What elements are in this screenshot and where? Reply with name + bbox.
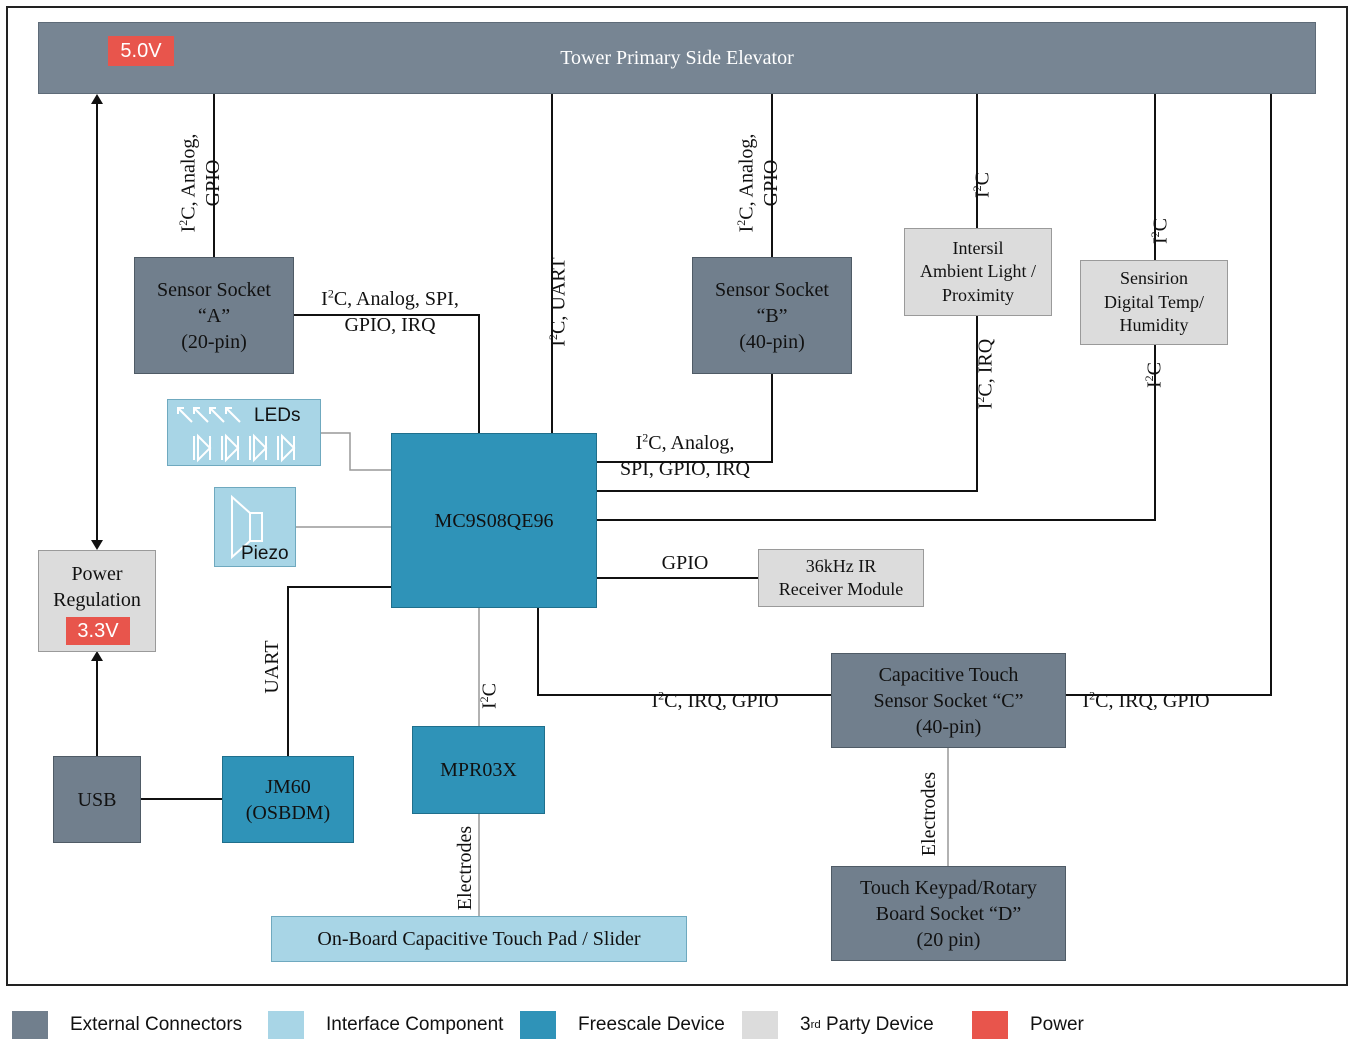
label-intersil-tower: I2C xyxy=(970,172,994,199)
intersil-sensor: Intersil Ambient Light / Proximity xyxy=(904,228,1052,316)
label-sensirion-mcu: I2C xyxy=(1142,362,1166,389)
legend-swatch xyxy=(12,1011,48,1039)
usb-block: USB xyxy=(53,756,141,843)
mcu-block: MC9S08QE96 xyxy=(391,433,597,608)
label-a-to-tower: I2C, Analog,GPIO xyxy=(176,133,224,233)
legend-swatch xyxy=(268,1011,304,1039)
sensor-socket-a: Sensor Socket “A” (20-pin) xyxy=(134,257,294,374)
tower-elevator: Tower Primary Side Elevator xyxy=(38,22,1316,94)
label-mcu-to-tower: I2C, UART xyxy=(546,257,570,347)
label-mpr-electrodes: Electrodes xyxy=(454,825,476,911)
sensirion-sensor: Sensirion Digital Temp/ Humidity xyxy=(1080,260,1228,345)
speaker-icon xyxy=(231,494,263,560)
piezo-block: Piezo xyxy=(214,487,296,567)
label-a-to-mcu: I2C, Analog, SPI,GPIO, IRQ xyxy=(321,286,459,336)
label-b-to-mcu: I2C, Analog,SPI, GPIO, IRQ xyxy=(619,430,751,480)
legend-external: External Connectors xyxy=(12,1010,242,1040)
legend-interface: Interface Component xyxy=(268,1010,503,1040)
label-mpr-i2c: I2C xyxy=(477,683,501,710)
label-sensirion-tower: I2C xyxy=(1148,218,1172,245)
label-c-to-tower: I2C, IRQ, GPIO xyxy=(1082,688,1210,712)
jm60-block: JM60 (OSBDM) xyxy=(222,756,354,843)
label-b-to-tower: I2C, Analog,GPIO xyxy=(734,133,782,233)
leds-label: LEDs xyxy=(254,405,301,426)
tower-label: Tower Primary Side Elevator xyxy=(560,46,794,69)
label-intersil-mcu: I2C, IRQ xyxy=(973,338,997,410)
legend-freescale: Freescale Device xyxy=(520,1010,725,1040)
power-regulation-label: Power Regulation xyxy=(53,563,141,611)
legend-power: Power xyxy=(972,1010,1084,1040)
cap-touch-socket-c: Capacitive Touch Sensor Socket “C” (40-p… xyxy=(831,653,1066,748)
touch-pad-slider: On-Board Capacitive Touch Pad / Slider xyxy=(271,916,687,962)
legend-swatch xyxy=(742,1011,778,1039)
piezo-label: Piezo xyxy=(241,543,289,564)
label-mcu-to-c: I2C, IRQ, GPIO xyxy=(651,688,779,712)
led-symbols-icon xyxy=(177,407,296,463)
leds-block: LEDs xyxy=(167,399,321,466)
sensor-socket-b: Sensor Socket “B” (40-pin) xyxy=(692,257,852,374)
keypad-socket-d: Touch Keypad/Rotary Board Socket “D” (20… xyxy=(831,866,1066,961)
label-cd-electrodes: Electrodes xyxy=(918,771,940,857)
legend-swatch xyxy=(972,1011,1008,1039)
ir-receiver: 36kHz IR Receiver Module xyxy=(758,549,924,607)
power-badge-5v: 5.0V xyxy=(108,36,174,66)
diagram-frame xyxy=(6,6,1348,986)
power-badge-3v3: 3.3V xyxy=(66,617,130,645)
mpr03x-block: MPR03X xyxy=(412,726,545,814)
label-ir-gpio: GPIO xyxy=(661,552,709,574)
label-uart: UART xyxy=(261,640,283,694)
legend-swatch xyxy=(520,1011,556,1039)
